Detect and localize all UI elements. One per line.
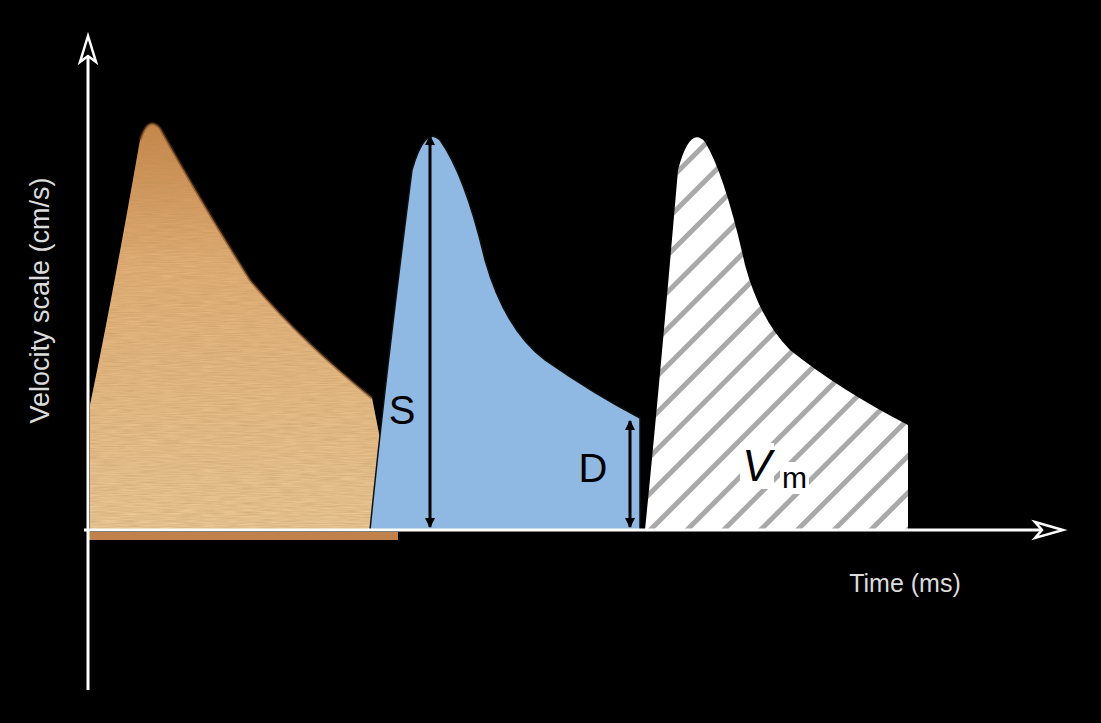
spectral-edge — [140, 124, 372, 398]
end-label: D — [579, 448, 608, 488]
peak-label: S — [389, 390, 416, 430]
s-arrow — [429, 136, 432, 527]
spectral-doppler — [90, 124, 398, 530]
d-arrow — [629, 421, 632, 527]
x-axis — [84, 529, 1045, 532]
hatched-envelope — [645, 137, 908, 530]
y-axis — [87, 52, 90, 690]
y-axis-head — [80, 36, 96, 62]
spectral-baseline — [88, 532, 398, 540]
x-axis-head — [1035, 522, 1063, 538]
blue-envelope — [370, 136, 640, 530]
axis-title: Velocity scale (cm/s) — [27, 177, 54, 423]
mean-label: V — [740, 443, 773, 489]
mean-subscript: m — [780, 462, 809, 494]
axis-title: Time (ms) — [849, 571, 961, 596]
